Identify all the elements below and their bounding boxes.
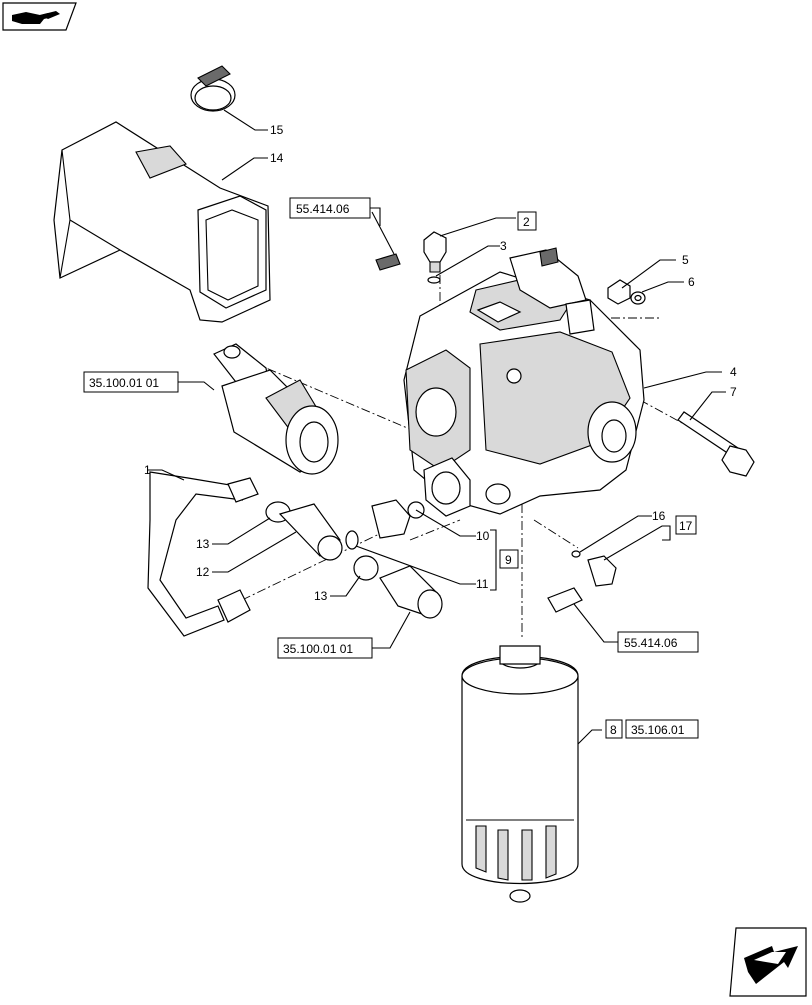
pipe-flange-assembly: [178, 343, 339, 475]
callout-11: 11: [476, 577, 489, 591]
reference-right[interactable]: 55.414.06: [617, 631, 699, 653]
callout-7: 7: [730, 385, 737, 399]
hose-1: [147, 469, 259, 637]
callout-17-box: [675, 515, 697, 535]
clamp-13-lower: [330, 555, 379, 597]
callout-3: 3: [500, 239, 507, 253]
callout-labels: 1 2 3 4 5 6 7 8 9 10 11 12 13 13 14 15 1…: [144, 123, 737, 739]
callout-9-box: [499, 549, 519, 569]
callout-9: 9: [505, 553, 512, 567]
o-ring-16: [571, 515, 652, 558]
callout-5: 5: [682, 253, 689, 267]
reference-label: 35.100.01 01: [89, 376, 159, 390]
elbow-17: [587, 525, 671, 587]
callout-12: 12: [196, 565, 210, 579]
fitting-10: [371, 499, 476, 539]
reference-label: 55.414.06: [624, 636, 678, 650]
callout-2-box: [517, 211, 537, 231]
callout-8: 8: [610, 723, 617, 737]
reference-top-left[interactable]: 55.414.06: [289, 197, 381, 226]
bracket-9: [490, 529, 497, 591]
callout-16: 16: [652, 509, 666, 523]
bolt-7: [677, 391, 755, 477]
callout-2: 2: [523, 215, 530, 229]
reference-pipe-upper[interactable]: 35.100.01 01: [83, 371, 179, 393]
sensor-55-414-06: [371, 211, 401, 271]
nut-5: [607, 259, 676, 305]
callout-15: 15: [270, 123, 284, 137]
clamp-13-upper: [212, 501, 291, 545]
hose-segment-12: [212, 503, 343, 573]
callout-13-upper: 13: [196, 537, 210, 551]
hydraulic-pump-4: [403, 247, 722, 517]
callout-8-box: [605, 719, 623, 739]
hose-clamp-15: [190, 65, 268, 131]
elbow-fitting-2: [423, 217, 516, 284]
filter-cartridge-8: [461, 645, 602, 903]
callout-4: 4: [730, 365, 737, 379]
next-page-arrow-icon[interactable]: [729, 927, 807, 997]
sensor-55-414-06-right: [547, 587, 618, 643]
callout-6: 6: [688, 275, 695, 289]
callout-13-lower: 13: [314, 589, 328, 603]
washer-6: [630, 281, 684, 305]
callout-10: 10: [476, 529, 490, 543]
callout-14: 14: [270, 151, 284, 165]
reference-pipe-lower[interactable]: 35.100.01 01: [277, 637, 373, 659]
reference-label: 35.100.01 01: [283, 642, 353, 656]
reference-filter[interactable]: 35.106.01: [625, 719, 699, 739]
book-hand-icon[interactable]: [2, 2, 77, 31]
reference-label: 55.414.06: [296, 202, 350, 216]
protective-sleeve-14: [53, 121, 271, 323]
callout-17: 17: [679, 519, 693, 533]
coupling-pipe-lower: [372, 565, 443, 649]
o-ring-11: [345, 530, 476, 585]
reference-label: 35.106.01: [631, 723, 685, 737]
callout-1: 1: [144, 463, 151, 477]
